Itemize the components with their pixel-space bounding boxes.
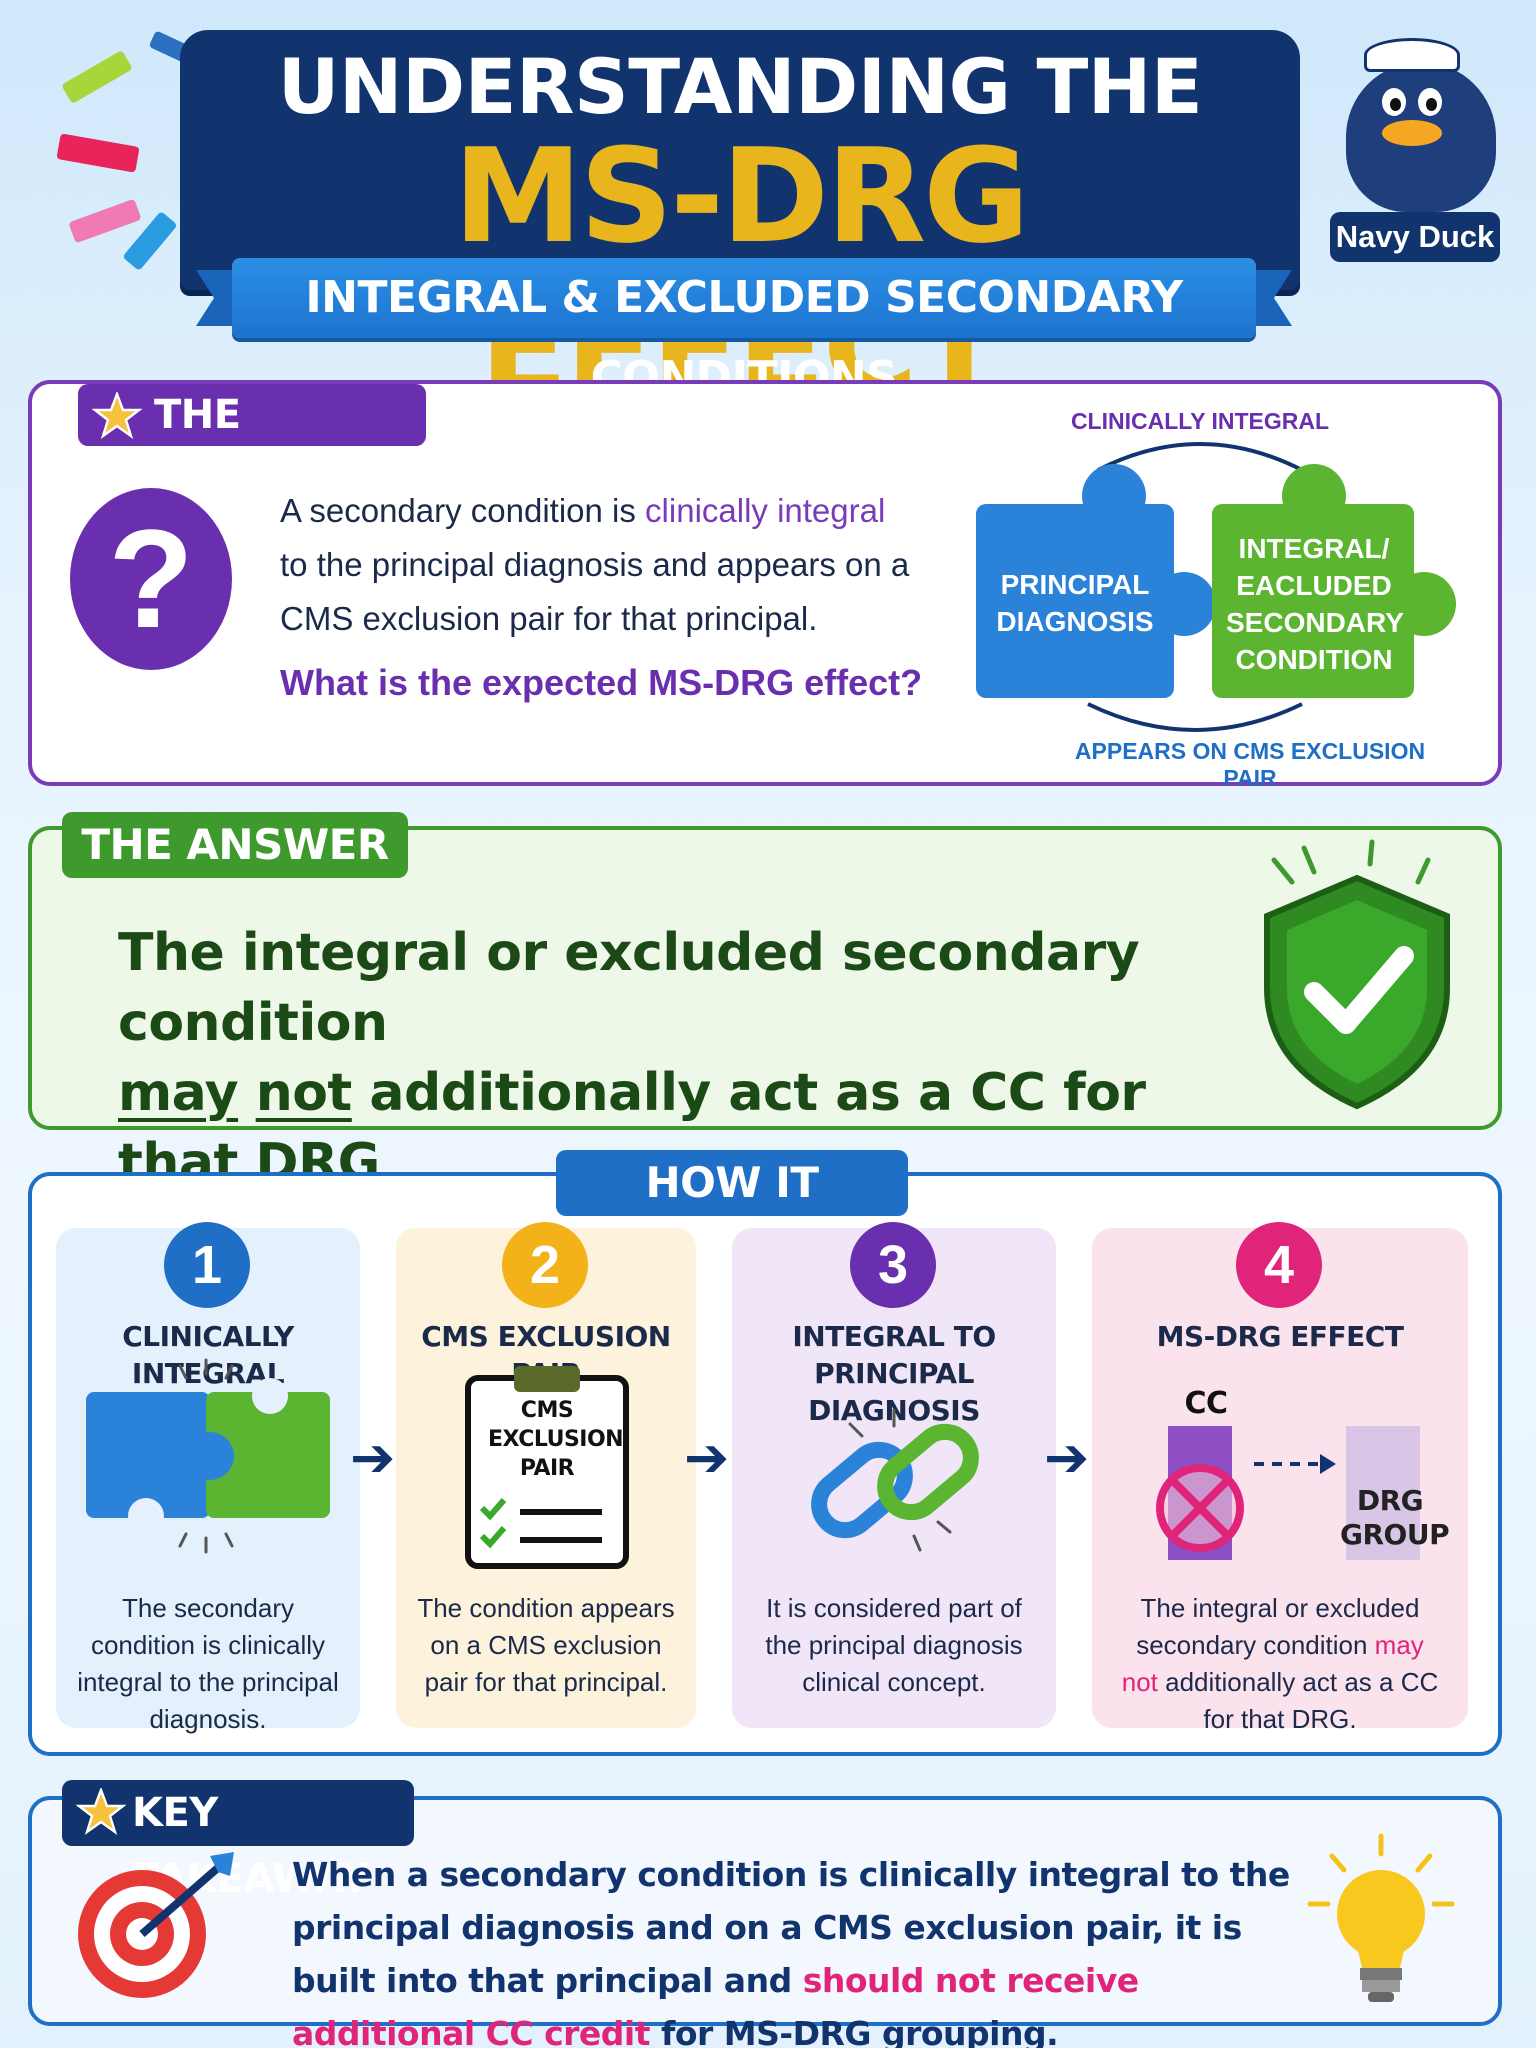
puzzle-knob bbox=[1082, 464, 1146, 528]
duck-beak bbox=[1382, 120, 1442, 146]
answer-tab: THE ANSWER bbox=[62, 812, 408, 878]
curved-arrow bbox=[1097, 442, 1303, 472]
answer-line1: The integral or excluded secondary condi… bbox=[118, 923, 1140, 1053]
question-text-highlight: clinically integral bbox=[645, 492, 886, 529]
key-takeaway-part2: for MS-DRG grouping. bbox=[650, 2014, 1059, 2048]
puzzle-piece-secondary bbox=[1212, 504, 1414, 698]
arrow-right-icon: ➔ bbox=[1044, 1428, 1090, 1488]
step-1-title: CLINICALLY INTEGRAL bbox=[122, 1320, 294, 1390]
key-takeaway-tab: KEY TAKEAWAY bbox=[62, 1780, 414, 1902]
key-takeaway-part1: When a secondary condition is clinically… bbox=[292, 1855, 1290, 2000]
step-4-desc-part1: The integral or excluded secondary condi… bbox=[1136, 1593, 1420, 1660]
star-icon bbox=[76, 1788, 126, 1836]
step-4-desc-hl1: may bbox=[1374, 1630, 1424, 1660]
curved-arrow bbox=[1087, 702, 1303, 732]
star-icon bbox=[92, 392, 142, 440]
sailor-hat-icon bbox=[1364, 38, 1460, 72]
duck-pupil bbox=[1426, 98, 1437, 111]
step-2-number: 2 bbox=[502, 1222, 588, 1308]
puzzle-knob bbox=[1392, 572, 1456, 636]
target-icon bbox=[78, 1852, 234, 1998]
step-4-desc-part2: additionally act as a CC for that DRG. bbox=[1157, 1667, 1439, 1734]
cc-label: CC bbox=[1184, 1386, 1228, 1421]
step-4-number: 4 bbox=[1236, 1222, 1322, 1308]
puzzle-right-label: INTEGRAL/ EACLUDED SECONDARY CONDITION bbox=[1226, 533, 1404, 675]
step-1-number: 1 bbox=[164, 1222, 250, 1308]
puzzle-piece-principal bbox=[976, 504, 1174, 698]
answer-word-may: may bbox=[118, 1063, 239, 1123]
confetti-decoration bbox=[68, 198, 142, 244]
question-text-part2: to the principal diagnosis and appears o… bbox=[280, 546, 910, 637]
question-mark-icon: ? bbox=[70, 488, 232, 670]
chain-link-icon bbox=[811, 1408, 979, 1552]
drg-group-label: DRG GROUP bbox=[1340, 1484, 1450, 1551]
clipboard-text: CMS EXCLUSION PAIR bbox=[488, 1398, 624, 1481]
puzzle-knob bbox=[1282, 464, 1346, 528]
duck-pupil bbox=[1390, 98, 1401, 111]
clipboard-icon bbox=[465, 1366, 629, 1569]
puzzle-icon bbox=[86, 1358, 330, 1554]
puzzle-top-caption: CLINICALLY INTEGRAL bbox=[1070, 408, 1330, 434]
step-3-number: 3 bbox=[850, 1222, 936, 1308]
key-takeaway-highlight: should not receive additional CC credit bbox=[292, 1961, 1139, 2048]
shield-check-icon bbox=[1264, 839, 1450, 1110]
key-takeaway-text: When a secondary condition is clinically… bbox=[292, 1848, 1292, 2048]
confetti-decoration bbox=[56, 133, 140, 173]
cc-blocked-graphic bbox=[1156, 1426, 1420, 1560]
step-1-desc: The secondary condition is clinically in… bbox=[77, 1593, 339, 1734]
header-title-line1: UNDERSTANDING THE bbox=[277, 42, 1203, 131]
step-4-desc-hl2: not bbox=[1121, 1667, 1158, 1697]
confetti-decoration bbox=[61, 49, 133, 105]
header-subtitle: INTEGRAL & EXCLUDED SECONDARY CONDITIONS bbox=[232, 258, 1256, 403]
question-tab: THE QUESTION bbox=[78, 384, 426, 500]
arrow-right-icon: ➔ bbox=[684, 1428, 730, 1488]
arrow-right-icon: ➔ bbox=[350, 1428, 396, 1488]
question-text: A secondary condition is clinically inte… bbox=[280, 484, 920, 646]
step-4-title: MS-DRG EFFECT bbox=[1156, 1320, 1404, 1353]
question-ask: What is the expected MS-DRG effect? bbox=[280, 662, 923, 703]
step-3-desc: It is considered part of the principal d… bbox=[765, 1593, 1023, 1697]
puzzle-left-label: PRINCIPAL DIAGNOSIS bbox=[996, 569, 1154, 637]
step-4-desc: The integral or excluded secondary condi… bbox=[1118, 1590, 1442, 1738]
header-banner bbox=[180, 30, 1300, 290]
question-text-part1: A secondary condition is bbox=[280, 492, 646, 529]
puzzle-bottom-caption: APPEARS ON CMS EXCLUSION PAIR bbox=[1074, 738, 1426, 791]
mascot-label: Navy Duck bbox=[1330, 212, 1500, 262]
how-it-works-tab: HOW IT WORKS bbox=[556, 1150, 908, 1273]
light-bulb-icon bbox=[1307, 1833, 1455, 2002]
answer-word-not: not bbox=[255, 1063, 353, 1123]
step-2-desc: The condition appears on a CMS exclusion… bbox=[417, 1593, 675, 1697]
puzzle-knob bbox=[1152, 572, 1216, 636]
question-tab-label: THE QUESTION bbox=[154, 392, 383, 500]
